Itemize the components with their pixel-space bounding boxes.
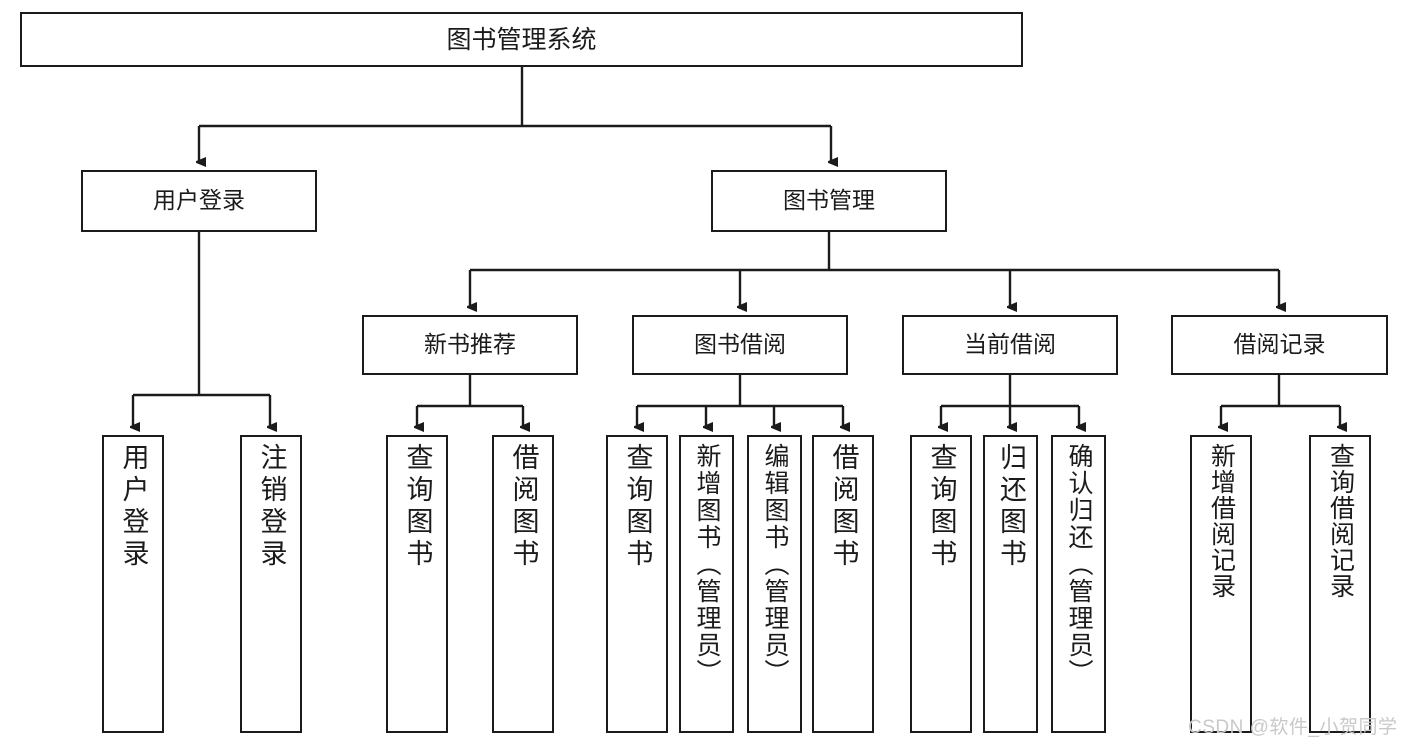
leaf-current-borrow-confirm-return[interactable]: 确认归还（管理员）: [1051, 435, 1106, 733]
leaf-book-borrow-edit[interactable]: 编辑图书（管理员）: [747, 435, 802, 733]
node-label: 确认归还（管理员）: [1065, 443, 1093, 686]
node-new-book-recommend[interactable]: 新书推荐: [362, 315, 578, 375]
node-root-system[interactable]: 图书管理系统: [20, 12, 1023, 67]
node-label: 查询图书: [926, 443, 957, 571]
node-label: 图书管理: [783, 187, 875, 214]
leaf-user-login-login[interactable]: 用户登录: [102, 435, 164, 733]
leaf-new-book-borrow[interactable]: 借阅图书: [492, 435, 554, 733]
node-label: 新书推荐: [424, 331, 516, 358]
node-label: 注销登录: [256, 443, 287, 571]
node-label: 借阅记录: [1233, 331, 1326, 358]
leaf-new-book-query[interactable]: 查询图书: [386, 435, 448, 733]
leaf-current-borrow-return[interactable]: 归还图书: [983, 435, 1038, 733]
node-label: 查询图书: [402, 443, 433, 571]
node-label: 新增图书（管理员）: [693, 443, 721, 686]
leaf-book-borrow-borrow[interactable]: 借阅图书: [812, 435, 874, 733]
leaf-borrow-record-add[interactable]: 新增借阅记录: [1190, 435, 1252, 733]
node-label: 图书借阅: [694, 331, 786, 358]
leaf-book-borrow-query[interactable]: 查询图书: [606, 435, 668, 733]
node-label: 用户登录: [118, 443, 149, 571]
node-book-management[interactable]: 图书管理: [711, 170, 947, 232]
node-label: 用户登录: [153, 187, 245, 214]
leaf-current-borrow-query[interactable]: 查询图书: [910, 435, 972, 733]
node-user-login[interactable]: 用户登录: [81, 170, 317, 232]
node-current-borrow[interactable]: 当前借阅: [902, 315, 1118, 375]
node-label: 编辑图书（管理员）: [761, 443, 789, 686]
node-label: 归还图书: [996, 443, 1026, 571]
node-label: 查询借阅记录: [1326, 443, 1355, 599]
node-borrow-record[interactable]: 借阅记录: [1171, 315, 1388, 375]
leaf-book-borrow-add[interactable]: 新增图书（管理员）: [679, 435, 734, 733]
watermark: CSDN @软件_小贺同学: [1188, 717, 1398, 738]
node-label: 当前借阅: [964, 331, 1056, 358]
node-book-borrow[interactable]: 图书借阅: [632, 315, 848, 375]
node-label: 借阅图书: [508, 443, 539, 571]
node-label: 新增借阅记录: [1207, 443, 1236, 599]
node-label: 查询图书: [622, 443, 653, 571]
leaf-borrow-record-query[interactable]: 查询借阅记录: [1309, 435, 1371, 733]
leaf-user-login-logout[interactable]: 注销登录: [240, 435, 302, 733]
node-label: 图书管理系统: [446, 25, 597, 54]
node-label: 借阅图书: [828, 443, 859, 571]
